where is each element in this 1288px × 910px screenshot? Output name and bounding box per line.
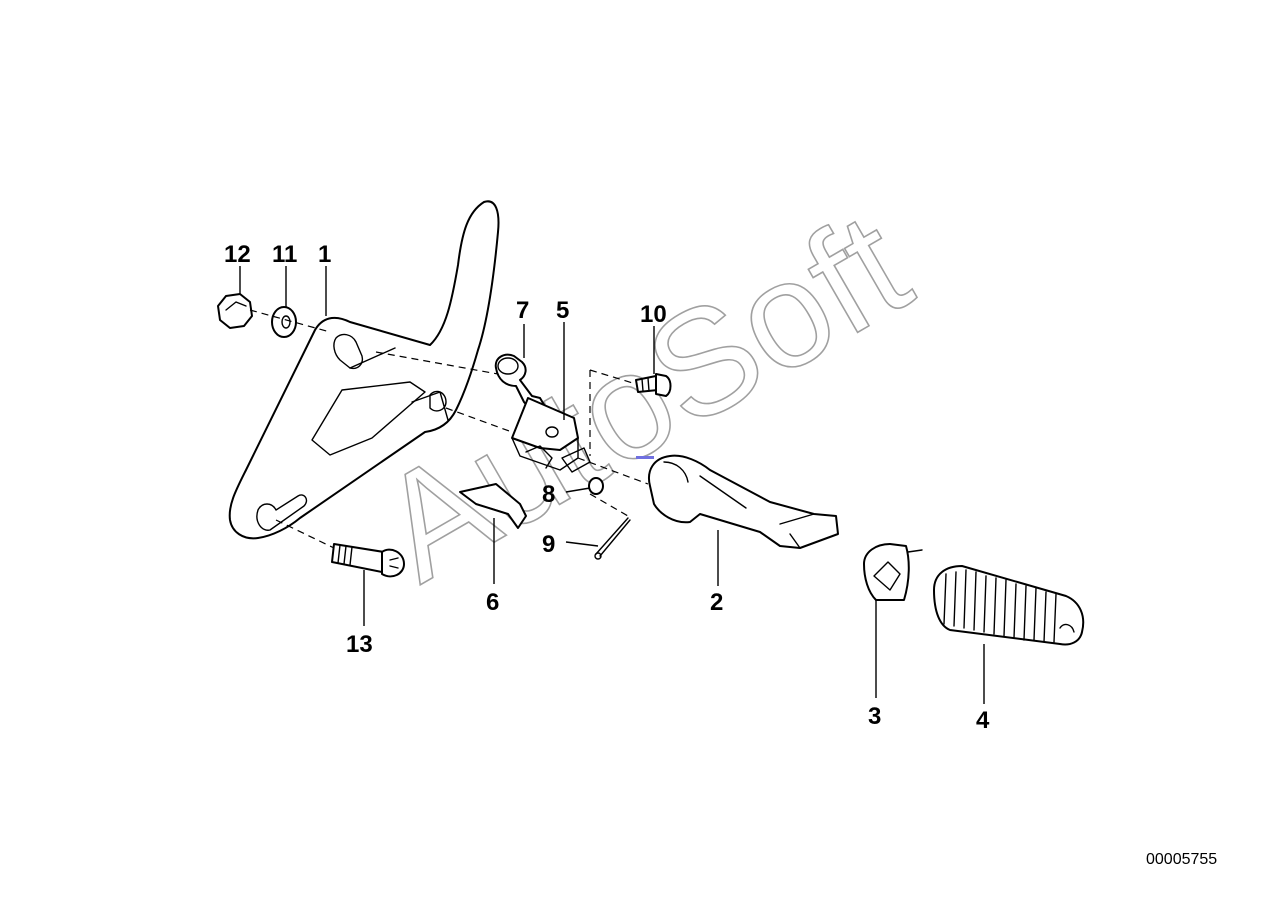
accent-mark <box>636 456 654 459</box>
callout-6: 6 <box>486 589 499 616</box>
callout-2: 2 <box>710 589 723 616</box>
part-2-footrest <box>648 454 839 549</box>
part-8-washer <box>588 477 604 495</box>
part-12-nut <box>217 293 253 329</box>
callout-9: 9 <box>542 531 555 558</box>
part-1-bracket <box>228 200 500 540</box>
callout-13: 13 <box>346 631 373 658</box>
diagram-id: 00005755 <box>1146 851 1217 868</box>
part-13-bolt <box>331 543 405 578</box>
callout-7: 7 <box>516 297 529 324</box>
alignment-lines <box>249 309 649 549</box>
callout-labels: 12 11 1 7 5 10 8 9 6 2 13 3 4 <box>224 241 990 734</box>
leader-lines <box>239 266 985 704</box>
part-6-clip <box>459 483 527 529</box>
callout-4: 4 <box>976 707 990 734</box>
callout-8: 8 <box>542 481 555 508</box>
part-3-spacer <box>863 543 923 601</box>
callout-5: 5 <box>556 297 569 324</box>
callout-1: 1 <box>318 241 331 268</box>
part-4-rubber-pad <box>933 565 1085 646</box>
part-7-pin <box>494 353 547 415</box>
callout-11: 11 <box>272 241 297 268</box>
callout-3: 3 <box>868 703 881 730</box>
part-9-cotter-pin <box>594 517 631 560</box>
part-10-bolt <box>635 373 672 397</box>
callout-12: 12 <box>224 241 251 268</box>
callout-10: 10 <box>640 301 667 328</box>
part-11-washer <box>271 306 297 338</box>
